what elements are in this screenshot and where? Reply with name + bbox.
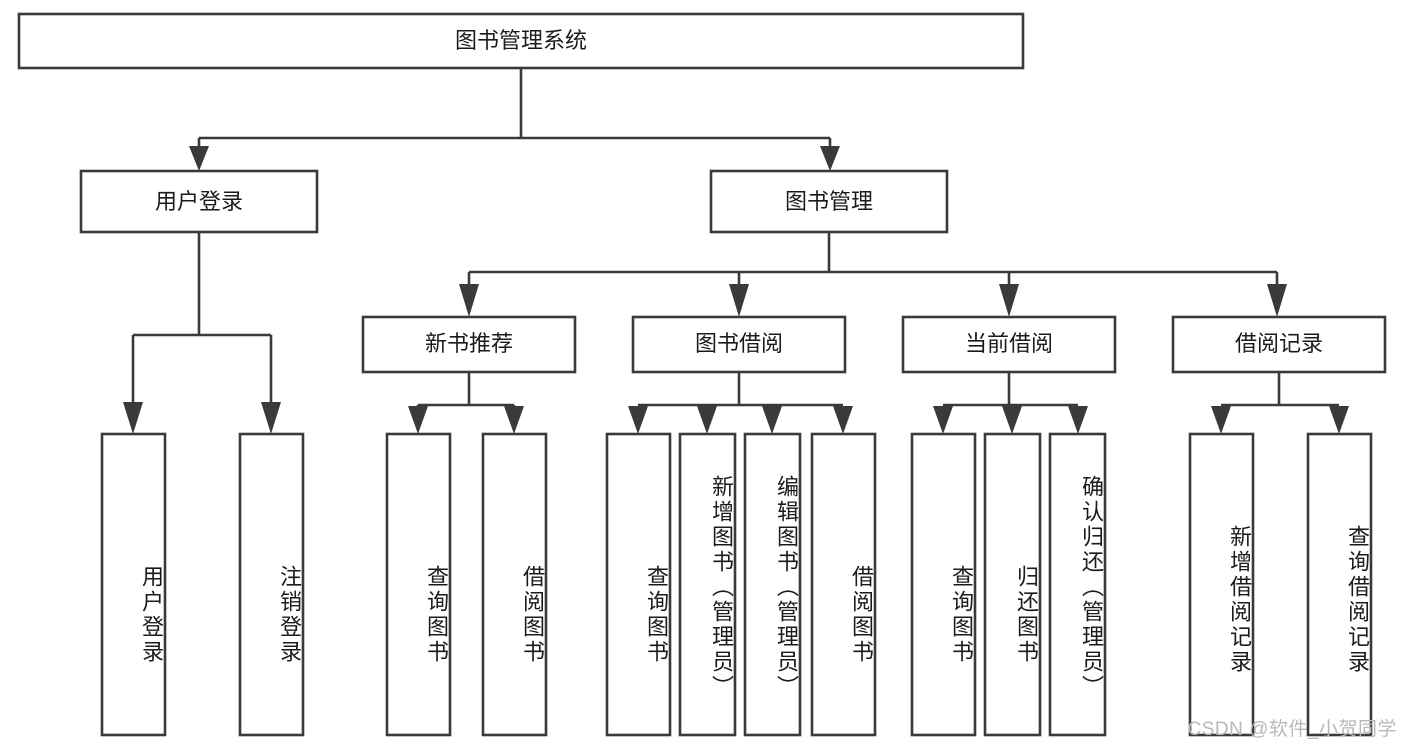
arrow-head-icon	[729, 284, 749, 317]
node-box[interactable]	[17, 12, 1025, 70]
node-label: 用户登录	[155, 189, 243, 214]
leaf-node-boxes	[100, 432, 1373, 737]
leaf-box-user-login[interactable]	[100, 432, 167, 737]
node-new-book-recommend[interactable]: 新书推荐	[361, 315, 577, 374]
node-book-management[interactable]: 图书管理	[709, 169, 949, 234]
arrow-head-icon	[1211, 406, 1231, 434]
arrow-head-icon	[1329, 406, 1349, 434]
arrow-head-icon	[408, 406, 428, 434]
node-box[interactable]	[631, 315, 847, 374]
node-root-system[interactable]: 图书管理系统	[17, 12, 1025, 70]
arrow-head-icon	[1002, 406, 1022, 434]
node-label: 图书借阅	[695, 331, 783, 356]
connector-group-new-book	[408, 372, 524, 434]
leaf-box-query-book-2[interactable]	[605, 432, 672, 737]
arrow-head-icon	[459, 284, 479, 317]
connector-group-user-login	[123, 232, 281, 434]
arrow-head-icon	[820, 146, 840, 171]
node-label: 当前借阅	[965, 331, 1053, 356]
leaf-box-return-book[interactable]	[983, 432, 1042, 737]
connector-group-borrow-records	[1211, 372, 1349, 434]
arrow-head-icon	[999, 284, 1019, 317]
arrow-head-icon	[1068, 406, 1088, 434]
node-borrow-records[interactable]: 借阅记录	[1171, 315, 1387, 374]
node-box[interactable]	[901, 315, 1117, 374]
leaf-box-query-borrow-record[interactable]	[1306, 432, 1373, 737]
connector-group-root	[189, 68, 840, 171]
leaf-box-query-book-3[interactable]	[910, 432, 977, 737]
node-label: 图书管理	[785, 189, 873, 214]
arrow-head-icon	[933, 406, 953, 434]
arrow-head-icon	[762, 406, 782, 434]
leaf-box-borrow-book-1[interactable]	[481, 432, 548, 737]
node-user-login[interactable]: 用户登录	[79, 169, 319, 234]
arrow-head-icon	[261, 402, 281, 434]
arrow-head-icon	[697, 406, 717, 434]
connector-group-current-borrow	[933, 372, 1088, 434]
watermark-text: CSDN @软件_小贺同学	[1187, 719, 1397, 740]
node-label: 新书推荐	[425, 331, 513, 356]
node-label: 借阅记录	[1235, 331, 1323, 356]
leaf-box-borrow-book-2[interactable]	[810, 432, 877, 737]
leaf-box-add-borrow-record[interactable]	[1188, 432, 1255, 737]
connector-group-book-borrow	[628, 372, 853, 434]
arrow-head-icon	[189, 146, 209, 171]
arrow-head-icon	[123, 402, 143, 434]
leaf-box-confirm-return-admin[interactable]	[1048, 432, 1107, 737]
node-current-borrow[interactable]: 当前借阅	[901, 315, 1117, 374]
page-title: 图书管理系统	[455, 28, 587, 53]
leaf-box-add-book-admin[interactable]	[678, 432, 737, 737]
arrow-head-icon	[833, 406, 853, 434]
leaf-box-logout[interactable]	[238, 432, 305, 737]
node-box[interactable]	[79, 169, 319, 234]
leaf-box-edit-book-admin[interactable]	[743, 432, 802, 737]
node-box[interactable]	[1171, 315, 1387, 374]
arrow-head-icon	[1267, 284, 1287, 317]
leaf-box-query-book-1[interactable]	[385, 432, 452, 737]
node-box[interactable]	[361, 315, 577, 374]
arrow-head-icon	[504, 406, 524, 434]
arrow-head-icon	[628, 406, 648, 434]
node-book-borrow[interactable]: 图书借阅	[631, 315, 847, 374]
connector-group-book-management	[459, 232, 1287, 317]
